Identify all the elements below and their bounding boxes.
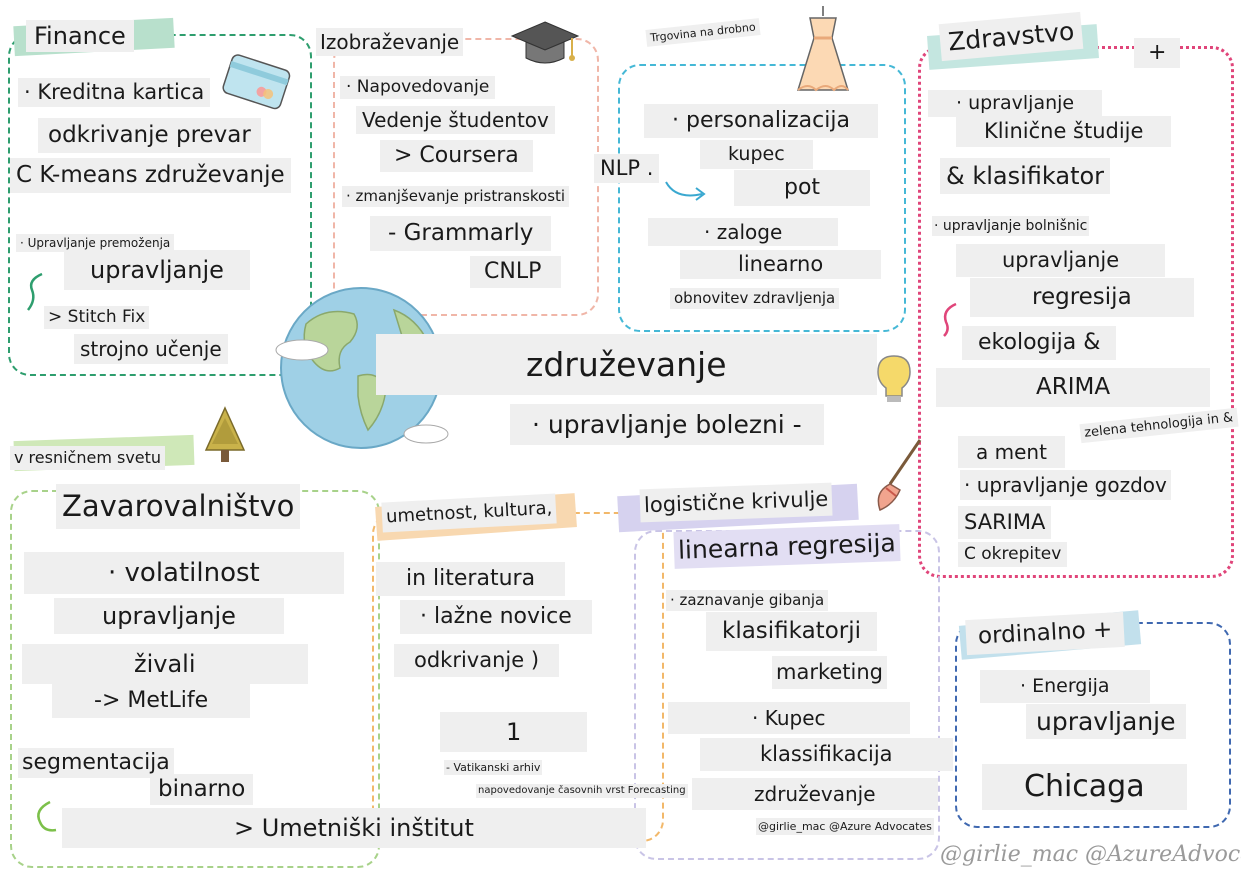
health-hospital: · upravljanje bolnišnic [932,216,1090,236]
education-cnlp: CNLP [470,256,562,288]
insurance-volatility: · volatilnost [24,552,344,594]
health-management-2: upravljanje [956,244,1166,277]
realworld-title: v resničnem svetu [10,446,166,470]
marketing-classification: klassifikacija [700,738,953,771]
arrow-curve-icon [665,181,706,201]
insurance-segmentation: segmentacija [18,748,174,778]
education-predicting: · Napovedovanje [340,76,496,99]
graduation-cap-icon [510,21,580,64]
insurance-management: upravljanje [54,598,284,634]
finance-credit-card: · Kreditna kartica [18,78,211,107]
marketing-frame [634,530,940,860]
education-student-behavior: Vedenje študentov [356,106,555,134]
squiggle-icon-health [943,302,957,337]
arts-fake-news: · lažne novice [400,600,592,634]
marketing-motion-detection: · zaznavanje gibanja [666,590,829,611]
marketing-logistic-curves: logistične krivulje [639,482,833,523]
education-title: Izobraževanje [316,28,464,56]
center-clustering: združevanje [376,334,877,395]
retail-title: Trgovina na drobno [645,18,761,47]
retail-customer: kupec [700,140,813,169]
insurance-title: Zavarovalništvo [56,484,301,529]
finance-stitch-fix: > Stitch Fix [44,306,150,329]
health-management: · upravljanje [928,90,1103,117]
health-clinical-trials: Klinične študije [956,116,1172,147]
green-reinforcement: C okrepitev [958,542,1068,567]
marketing-marketing: marketing [772,656,887,689]
brush-icon [877,439,922,512]
retail-inventory: · zaloge [648,218,839,246]
green-forest: · upravljanje gozdov [960,470,1171,500]
finance-fraud-detection: odkrivanje prevar [38,118,261,153]
insurance-metlife: -> MetLife [52,684,251,718]
energy-management: upravljanje [1026,704,1186,739]
health-arima: ARIMA [936,368,1211,407]
retail-recovery: obnovitev zdravljenja [670,288,840,309]
marketing-customer: · Kupec [668,702,910,734]
health-plus: + [1134,38,1181,68]
insurance-life: živali [22,644,308,684]
arts-detection: odkrivanje ) [394,644,560,677]
tree-icon [204,406,246,462]
health-classifier: & klasifikator [940,158,1111,194]
globe-icon [275,287,449,449]
finance-kmeans: C K-means združevanje [10,158,291,193]
center-disease-management: · upravljanje bolezni - [510,404,824,445]
arts-literature: in literatura [376,562,566,596]
health-ecology: ekologija & [962,326,1117,360]
finance-wealth: · Upravljanje premoženja [16,234,175,252]
marketing-credits: @girlie_mac @Azure Advocates [756,818,934,835]
retail-nlp: NLP . [594,154,660,183]
finance-management: upravljanje [64,250,250,290]
marketing-clustering: združevanje [692,778,938,810]
retail-personalization: · personalizacija [644,104,878,138]
retail-linear: linearno [680,250,882,279]
health-regression: regresija [970,278,1194,317]
retail-journey: pot [734,170,871,206]
lightbulb-icon [877,355,911,402]
arts-one: 1 [440,712,588,752]
green-ment: a ment [958,436,1065,468]
squiggle-icon-insurance [37,800,57,832]
squiggle-icon-finance [27,272,43,311]
marketing-linear-regression: linearna regresija [673,524,901,569]
finance-title: Finance [26,20,134,52]
energy-chicago: Chicaga [982,764,1187,810]
energy-energy: · Energija [980,670,1150,703]
finance-ml: strojno učenje [74,334,228,364]
education-bias-reduction: · zmanjševanje pristranskosti [342,186,570,207]
retail-frame [618,64,906,332]
dress-icon [796,6,850,92]
insurance-art-institute: > Umetniški inštitut [62,808,646,848]
marketing-classifiers: klasifikatorji [706,612,877,651]
insurance-binary: binarno [150,774,254,805]
arts-forecasting: napovedovanje časovnih vrst Forecasting [476,784,688,798]
education-grammarly: - Grammarly [370,216,552,251]
education-coursera: > Coursera [380,140,533,172]
green-sarima: SARIMA [958,506,1052,539]
arts-vatican: - Vatikanski arhiv [444,760,543,775]
credit-card-icon [222,54,291,110]
